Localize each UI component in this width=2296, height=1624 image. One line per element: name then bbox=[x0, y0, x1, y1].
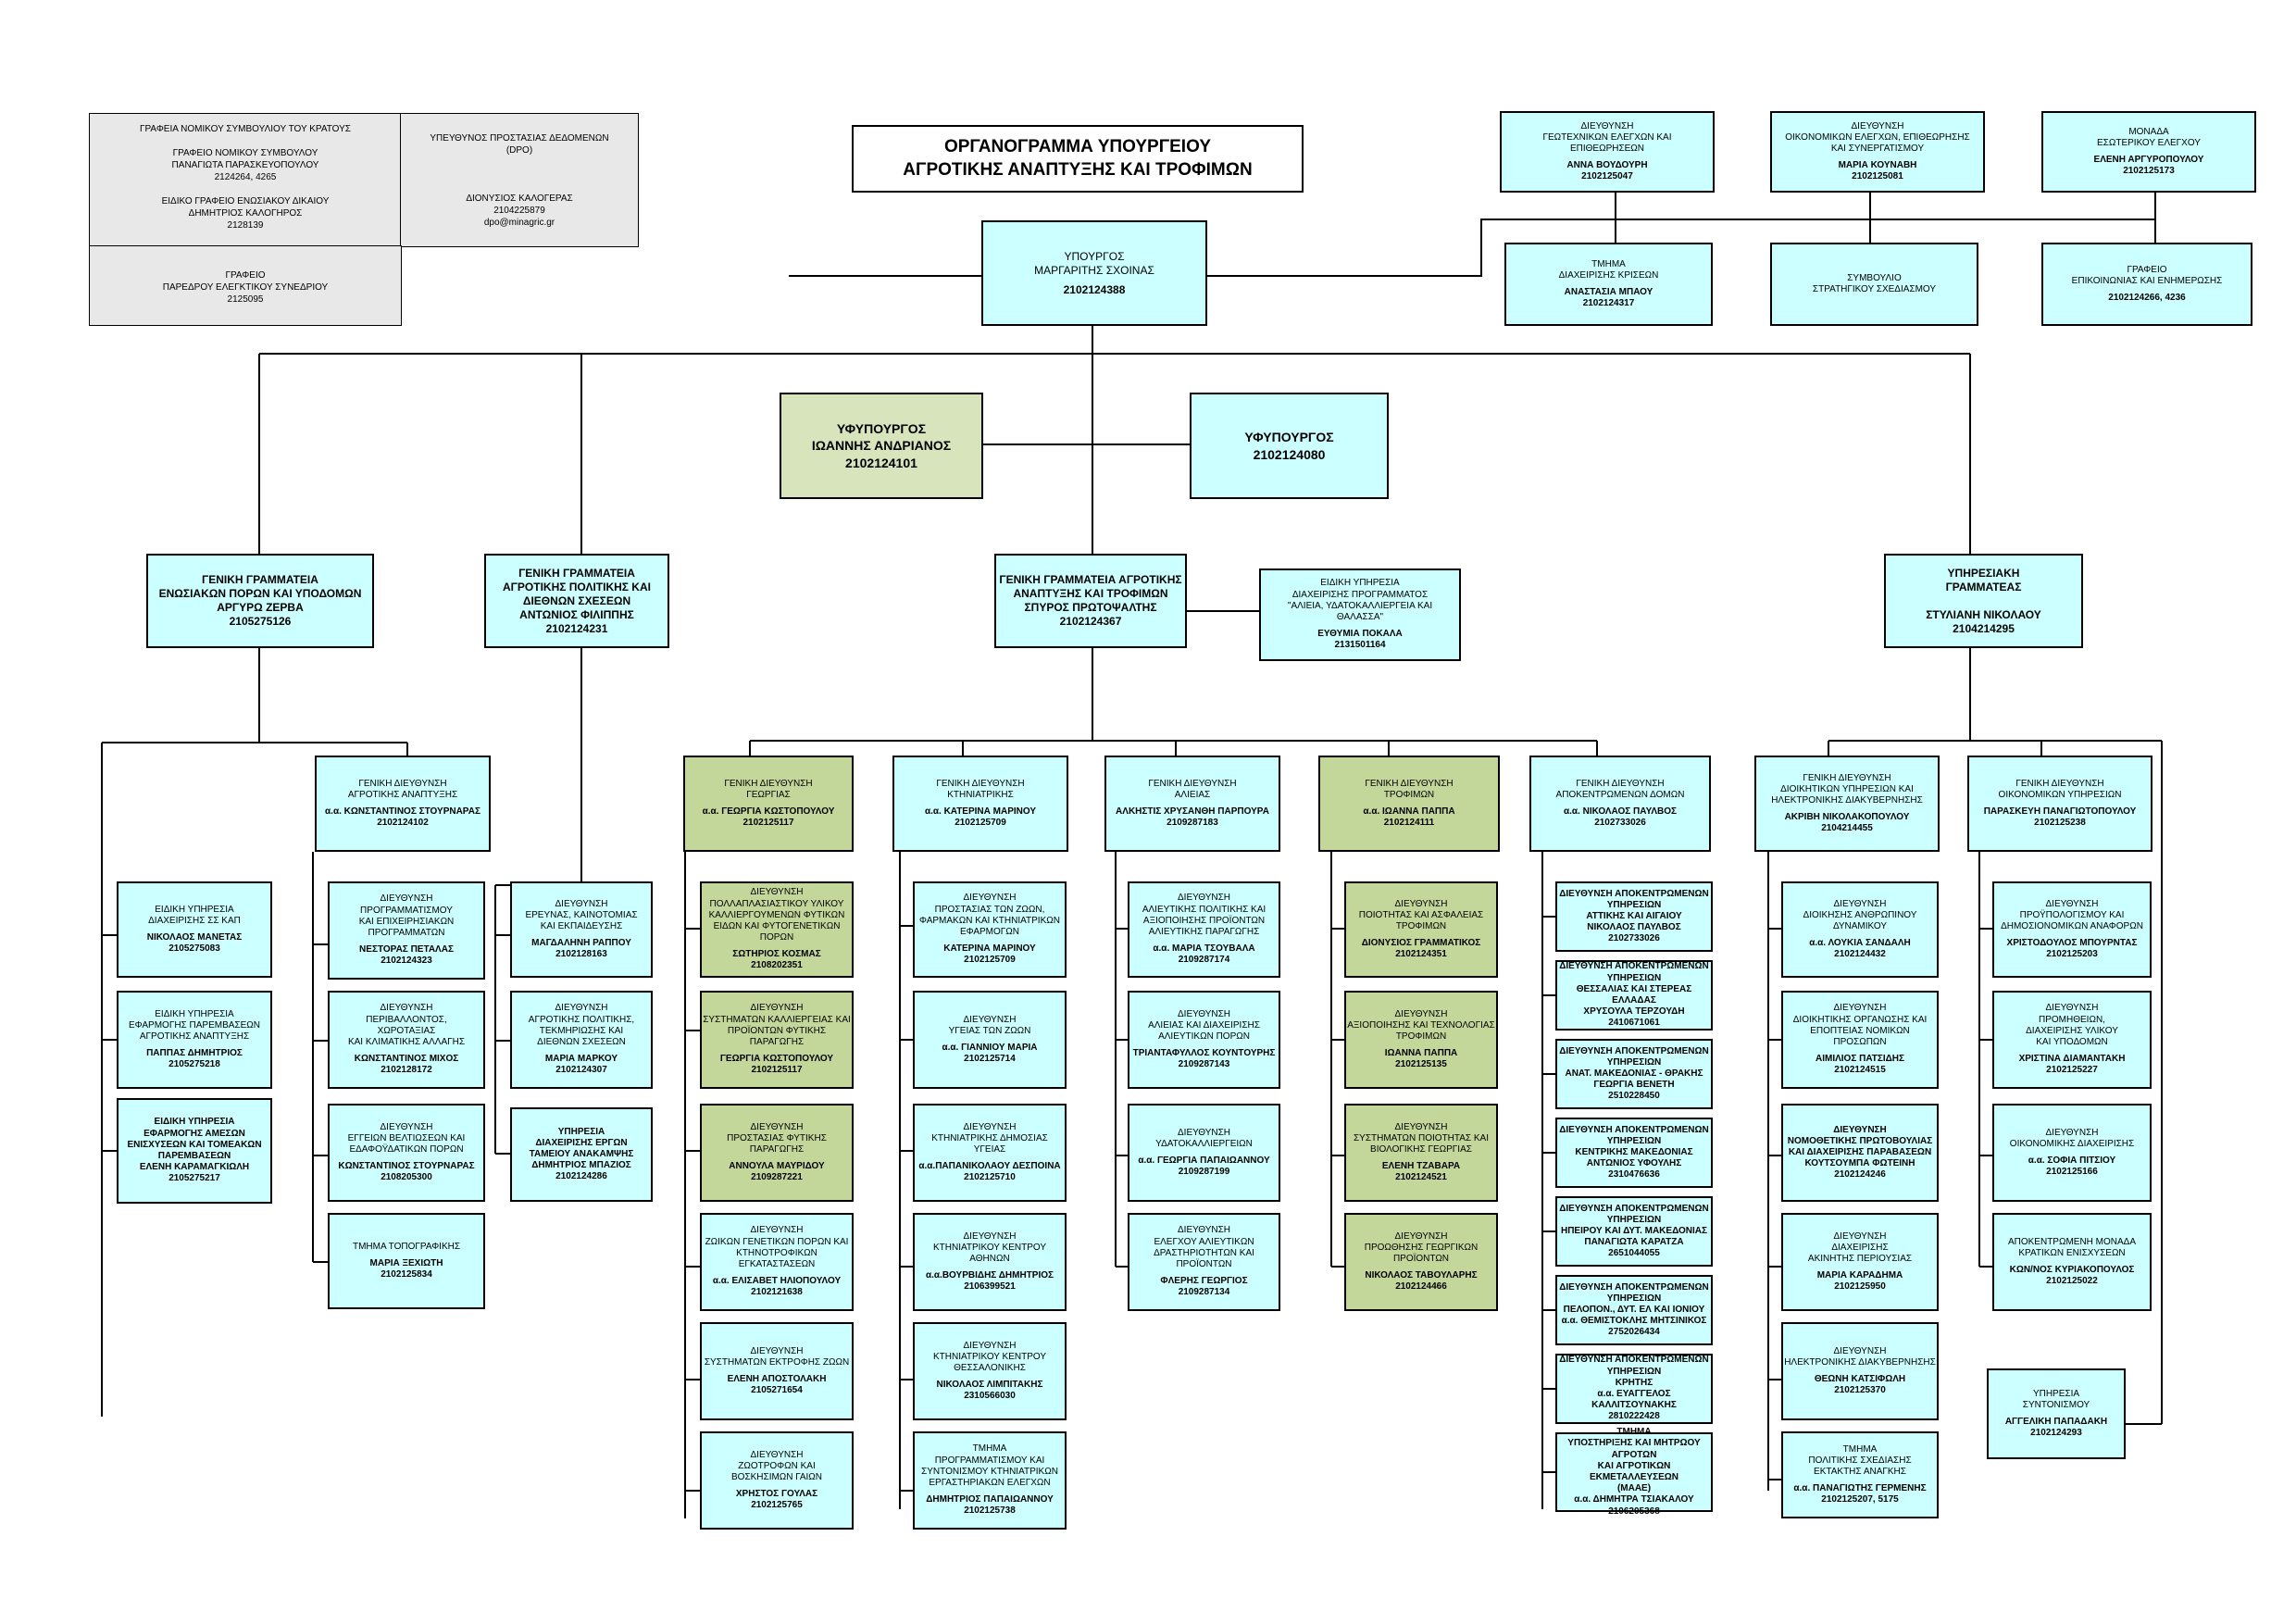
decentral-unit-1[interactable]: ΔΙΕΥΘΥΝΣΗ ΑΠΟΚΕΝΤΡΩΜΕΝΩΝ ΥΠΗΡΕΣΙΩΝ ΑΤΤΙΚ… bbox=[1555, 881, 1713, 952]
decentral-unit-6[interactable]: ΔΙΕΥΘΥΝΣΗ ΑΠΟΚΕΝΤΡΩΜΕΝΩΝ ΥΠΗΡΕΣΙΩΝ ΠΕΛΟΠ… bbox=[1555, 1275, 1713, 1345]
admin-unit-6[interactable]: ΤΜΗΜΑ ΠΟΛΙΤΙΚΗΣ ΣΧΕΔΙΑΣΗΣ ΕΚΤΑΚΤΗΣ ΑΝΑΓΚ… bbox=[1781, 1431, 1939, 1518]
policy-unit-3[interactable]: ΥΠΗΡΕΣΙΑ ΔΙΑΧΕΙΡΙΣΗΣ ΕΡΓΩΝ ΤΑΜΕΙΟΥ ΑΝΑΚΑ… bbox=[510, 1107, 653, 1202]
deputy-minister-andrianos[interactable]: ΥΦΥΠΟΥΡΓΟΣ ΙΩΑΝΝΗΣ ΑΝΔΡΙΑΝΟΣ 2102124101 bbox=[780, 393, 983, 499]
finance-unit-2[interactable]: ΔΙΕΥΘΥΝΣΗ ΠΡΟΜΗΘΕΙΩΝ, ΔΙΑΧΕΙΡΙΣΗΣ ΥΛΙΚΟΥ… bbox=[1992, 991, 2152, 1089]
decentral-unit-5[interactable]: ΔΙΕΥΘΥΝΣΗ ΑΠΟΚΕΝΤΡΩΜΕΝΩΝ ΥΠΗΡΕΣΙΩΝ ΗΠΕΙΡ… bbox=[1555, 1196, 1713, 1267]
food-unit-3[interactable]: ΔΙΕΥΘΥΝΣΗ ΣΥΣΤΗΜΑΤΩΝ ΠΟΙΟΤΗΤΑΣ ΚΑΙ ΒΙΟΛΟ… bbox=[1344, 1104, 1498, 1202]
fish-unit-2[interactable]: ΔΙΕΥΘΥΝΣΗ ΑΛΙΕΙΑΣ ΚΑΙ ΔΙΑΧΕΙΡΙΣΗΣ ΑΛΙΕΥΤ… bbox=[1128, 991, 1280, 1089]
strategic-planning-council[interactable]: ΣΥΜΒΟΥΛΙΟ ΣΤΡΑΤΗΓΙΚΟΥ ΣΧΕΔΙΑΣΜΟΥ bbox=[1770, 243, 1978, 326]
fisheries-programme-service[interactable]: ΕΙΔΙΚΗ ΥΠΗΡΕΣΙΑ ΔΙΑΧΕΙΡΙΣΗΣ ΠΡΟΓΡΑΜΜΑΤΟΣ… bbox=[1259, 568, 1461, 661]
deputy-minister[interactable]: ΥΦΥΠΟΥΡΓΟΣ 2102124080 bbox=[1190, 393, 1389, 499]
economic-control-directorate[interactable]: ΔΙΕΥΘΥΝΣΗ ΟΙΚΟΝΟΜΙΚΩΝ ΕΛΕΓΧΩΝ, ΕΠΙΘΕΩΡΗΣ… bbox=[1770, 111, 1985, 193]
dpo-box: ΥΠΕΥΘΥΝΟΣ ΠΡΟΣΤΑΣΙΑΣ ΔΕΔΟΜΕΝΩΝ (DPO) ΔΙΟ… bbox=[400, 113, 639, 247]
policy-unit-1[interactable]: ΔΙΕΥΘΥΝΣΗ ΕΡΕΥΝΑΣ, ΚΑΙΝΟΤΟΜΙΑΣ ΚΑΙ ΕΚΠΑΙ… bbox=[510, 881, 653, 978]
farming-unit-4[interactable]: ΔΙΕΥΘΥΝΣΗ ΖΩΙΚΩΝ ΓΕΝΕΤΙΚΩΝ ΠΟΡΩΝ ΚΑΙ ΚΤΗ… bbox=[700, 1213, 854, 1311]
geotech-control-directorate[interactable]: ΔΙΕΥΘΥΝΣΗ ΓΕΩΤΕΧΝΙΚΩΝ ΕΛΕΓΧΩΝ ΚΑΙ ΕΠΙΘΕΩ… bbox=[1500, 111, 1715, 193]
rural-unit-2[interactable]: ΔΙΕΥΘΥΝΣΗ ΠΕΡΙΒΑΛΛΟΝΤΟΣ, ΧΩΡΟΤΑΞΙΑΣ ΚΑΙ … bbox=[328, 991, 485, 1089]
finance-unit-4[interactable]: ΑΠΟΚΕΝΤΡΩΜΕΝΗ ΜΟΝΑΔΑ ΚΡΑΤΙΚΩΝ ΕΝΙΣΧΥΣΕΩΝ… bbox=[1992, 1213, 2152, 1311]
finance-unit-1[interactable]: ΔΙΕΥΘΥΝΣΗ ΠΡΟΫΠΟΛΟΓΙΣΜΟΥ ΚΑΙ ΔΗΜΟΣΙΟΝΟΜΙ… bbox=[1992, 881, 2152, 978]
vet-unit-1[interactable]: ΔΙΕΥΘΥΝΣΗ ΠΡΟΣΤΑΣΙΑΣ ΤΩΝ ΖΩΩΝ, ΦΑΡΜΑΚΩΝ … bbox=[913, 881, 1067, 978]
fish-unit-4[interactable]: ΔΙΕΥΘΥΝΣΗ ΕΛΕΓΧΟΥ ΑΛΙΕΥΤΙΚΩΝ ΔΡΑΣΤΗΡΙΟΤΗ… bbox=[1128, 1213, 1280, 1311]
gd-administration[interactable]: ΓΕΝΙΚΗ ΔΙΕΥΘΥΝΣΗ ΔΙΟΙΚΗΤΙΚΩΝ ΥΠΗΡΕΣΙΩΝ Κ… bbox=[1754, 756, 1940, 852]
farming-unit-2[interactable]: ΔΙΕΥΘΥΝΣΗ ΣΥΣΤΗΜΑΤΩΝ ΚΑΛΛΙΕΡΓΕΙΑΣ ΚΑΙ ΠΡ… bbox=[700, 991, 854, 1089]
gs-agri-policy[interactable]: ΓΕΝΙΚΗ ΓΡΑΜΜΑΤΕΙΑ ΑΓΡΟΤΙΚΗΣ ΠΟΛΙΤΙΚΗΣ ΚΑ… bbox=[484, 554, 669, 648]
food-unit-2[interactable]: ΔΙΕΥΘΥΝΣΗ ΑΞΙΟΠΟΙΗΣΗΣ ΚΑΙ ΤΕΧΝΟΛΟΓΙΑΣ ΤΡ… bbox=[1344, 991, 1498, 1089]
decentral-unit-2[interactable]: ΔΙΕΥΘΥΝΣΗ ΑΠΟΚΕΝΤΡΩΜΕΝΩΝ ΥΠΗΡΕΣΙΩΝ ΘΕΣΣΑ… bbox=[1555, 960, 1713, 1031]
policy-unit-2[interactable]: ΔΙΕΥΘΥΝΣΗ ΑΓΡΟΤΙΚΗΣ ΠΟΛΙΤΙΚΗΣ, ΤΕΚΜΗΡΙΩΣ… bbox=[510, 991, 653, 1089]
rural-unit-3[interactable]: ΔΙΕΥΘΥΝΣΗ ΕΓΓΕΙΩΝ ΒΕΛΤΙΩΣΕΩΝ ΚΑΙ ΕΔΑΦΟΫΔ… bbox=[328, 1104, 485, 1202]
decentral-unit-7[interactable]: ΔΙΕΥΘΥΝΣΗ ΑΠΟΚΕΝΤΡΩΜΕΝΩΝ ΥΠΗΡΕΣΙΩΝ ΚΡΗΤΗ… bbox=[1555, 1354, 1713, 1424]
decentral-unit-4[interactable]: ΔΙΕΥΘΥΝΣΗ ΑΠΟΚΕΝΤΡΩΜΕΝΩΝ ΥΠΗΡΕΣΙΩΝ ΚΕΝΤΡ… bbox=[1555, 1118, 1713, 1188]
admin-unit-2[interactable]: ΔΙΕΥΘΥΝΣΗ ΔΙΟΙΚΗΤΙΚΗΣ ΟΡΓΑΝΩΣΗΣ ΚΑΙ ΕΠΟΠ… bbox=[1781, 991, 1939, 1089]
gs-agri-development[interactable]: ΓΕΝΙΚΗ ΓΡΑΜΜΑΤΕΙΑ ΑΓΡΟΤΙΚΗΣ ΑΝΑΠΤΥΞΗΣ ΚΑ… bbox=[994, 554, 1187, 648]
audit-office-box: ΓΡΑΦΕΙΟ ΠΑΡΕΔΡΟΥ ΕΛΕΓΚΤΙΚΟΥ ΣΥΝΕΔΡΙΟΥ 21… bbox=[89, 245, 402, 326]
farming-unit-1[interactable]: ΔΙΕΥΘΥΝΣΗ ΠΟΛΛΑΠΛΑΣΙΑΣΤΙΚΟΥ ΥΛΙΚΟΥ ΚΑΛΛΙ… bbox=[700, 881, 854, 978]
farming-unit-6[interactable]: ΔΙΕΥΘΥΝΣΗ ΖΩΟΤΡΟΦΩΝ ΚΑΙ ΒΟΣΚΗΣΙΜΩΝ ΓΑΙΩΝ… bbox=[700, 1431, 854, 1530]
gs-eu-resources[interactable]: ΓΕΝΙΚΗ ΓΡΑΜΜΑΤΕΙΑ ΕΝΩΣΙΑΚΩΝ ΠΟΡΩΝ ΚΑΙ ΥΠ… bbox=[146, 554, 374, 648]
decentral-unit-8[interactable]: ΤΜΗΜΑ ΥΠΟΣΤΗΡΙΞΗΣ ΚΑΙ ΜΗΤΡΩΟΥ ΑΓΡΟΤΩΝ ΚΑ… bbox=[1555, 1427, 1713, 1517]
admin-unit-4[interactable]: ΔΙΕΥΘΥΝΣΗ ΔΙΑΧΕΙΡΙΣΗΣ ΑΚΙΝΗΤΗΣ ΠΕΡΙΟΥΣΙΑ… bbox=[1781, 1213, 1939, 1311]
service-secretary[interactable]: ΥΠΗΡΕΣΙΑΚΗ ΓΡΑΜΜΑΤΕΑΣ ΣΤΥΛΙΑΝΗ ΝΙΚΟΛΑΟΥ … bbox=[1884, 554, 2083, 648]
fish-unit-1[interactable]: ΔΙΕΥΘΥΝΣΗ ΑΛΙΕΥΤΙΚΗΣ ΠΟΛΙΤΙΚΗΣ ΚΑΙ ΑΞΙΟΠ… bbox=[1128, 881, 1280, 978]
legal-council-box: ΓΡΑΦΕΙΑ ΝΟΜΙΚΟΥ ΣΥΜΒΟΥΛΙΟΥ ΤΟΥ ΚΡΑΤΟΥΣ Γ… bbox=[89, 113, 402, 247]
food-unit-1[interactable]: ΔΙΕΥΘΥΝΣΗ ΠΟΙΟΤΗΤΑΣ ΚΑΙ ΑΣΦΑΛΕΙΑΣ ΤΡΟΦΙΜ… bbox=[1344, 881, 1498, 978]
admin-unit-1[interactable]: ΔΙΕΥΘΥΝΣΗ ΔΙΟΙΚΗΣΗΣ ΑΝΘΡΩΠΙΝΟΥ ΔΥΝΑΜΙΚΟΥ… bbox=[1781, 881, 1939, 978]
decentral-unit-3[interactable]: ΔΙΕΥΘΥΝΣΗ ΑΠΟΚΕΝΤΡΩΜΕΝΩΝ ΥΠΗΡΕΣΙΩΝ ΑΝΑΤ.… bbox=[1555, 1039, 1713, 1109]
page-title: ΟΡΓΑΝΟΓΡΑΜΜΑ ΥΠΟΥΡΓΕΙΟΥ ΑΓΡΟΤΙΚΗΣ ΑΝΑΠΤΥ… bbox=[852, 125, 1304, 193]
eu-unit-3[interactable]: ΕΙΔΙΚΗ ΥΠΗΡΕΣΙΑ ΕΦΑΡΜΟΓΗΣ ΑΜΕΣΩΝ ΕΝΙΣΧΥΣ… bbox=[117, 1098, 272, 1204]
rural-unit-1[interactable]: ΔΙΕΥΘΥΝΣΗ ΠΡΟΓΡΑΜΜΑΤΙΣΜΟΥ ΚΑΙ ΕΠΙΧΕΙΡΗΣΙ… bbox=[328, 881, 485, 980]
vet-unit-6[interactable]: ΤΜΗΜΑ ΠΡΟΓΡΑΜΜΑΤΙΣΜΟΥ ΚΑΙ ΣΥΝΤΟΝΙΣΜΟΥ ΚΤ… bbox=[913, 1431, 1067, 1530]
eu-unit-2[interactable]: ΕΙΔΙΚΗ ΥΠΗΡΕΣΙΑ ΕΦΑΡΜΟΓΗΣ ΠΑΡΕΜΒΑΣΕΩΝ ΑΓ… bbox=[117, 991, 272, 1089]
admin-unit-3[interactable]: ΔΙΕΥΘΥΝΣΗ ΝΟΜΟΘΕΤΙΚΗΣ ΠΡΩΤΟΒΟΥΛΙΑΣ ΚΑΙ Δ… bbox=[1781, 1104, 1939, 1202]
vet-unit-5[interactable]: ΔΙΕΥΘΥΝΣΗ ΚΤΗΝΙΑΤΡΙΚΟΥ ΚΕΝΤΡΟΥ ΘΕΣΣΑΛΟΝΙ… bbox=[913, 1322, 1067, 1420]
